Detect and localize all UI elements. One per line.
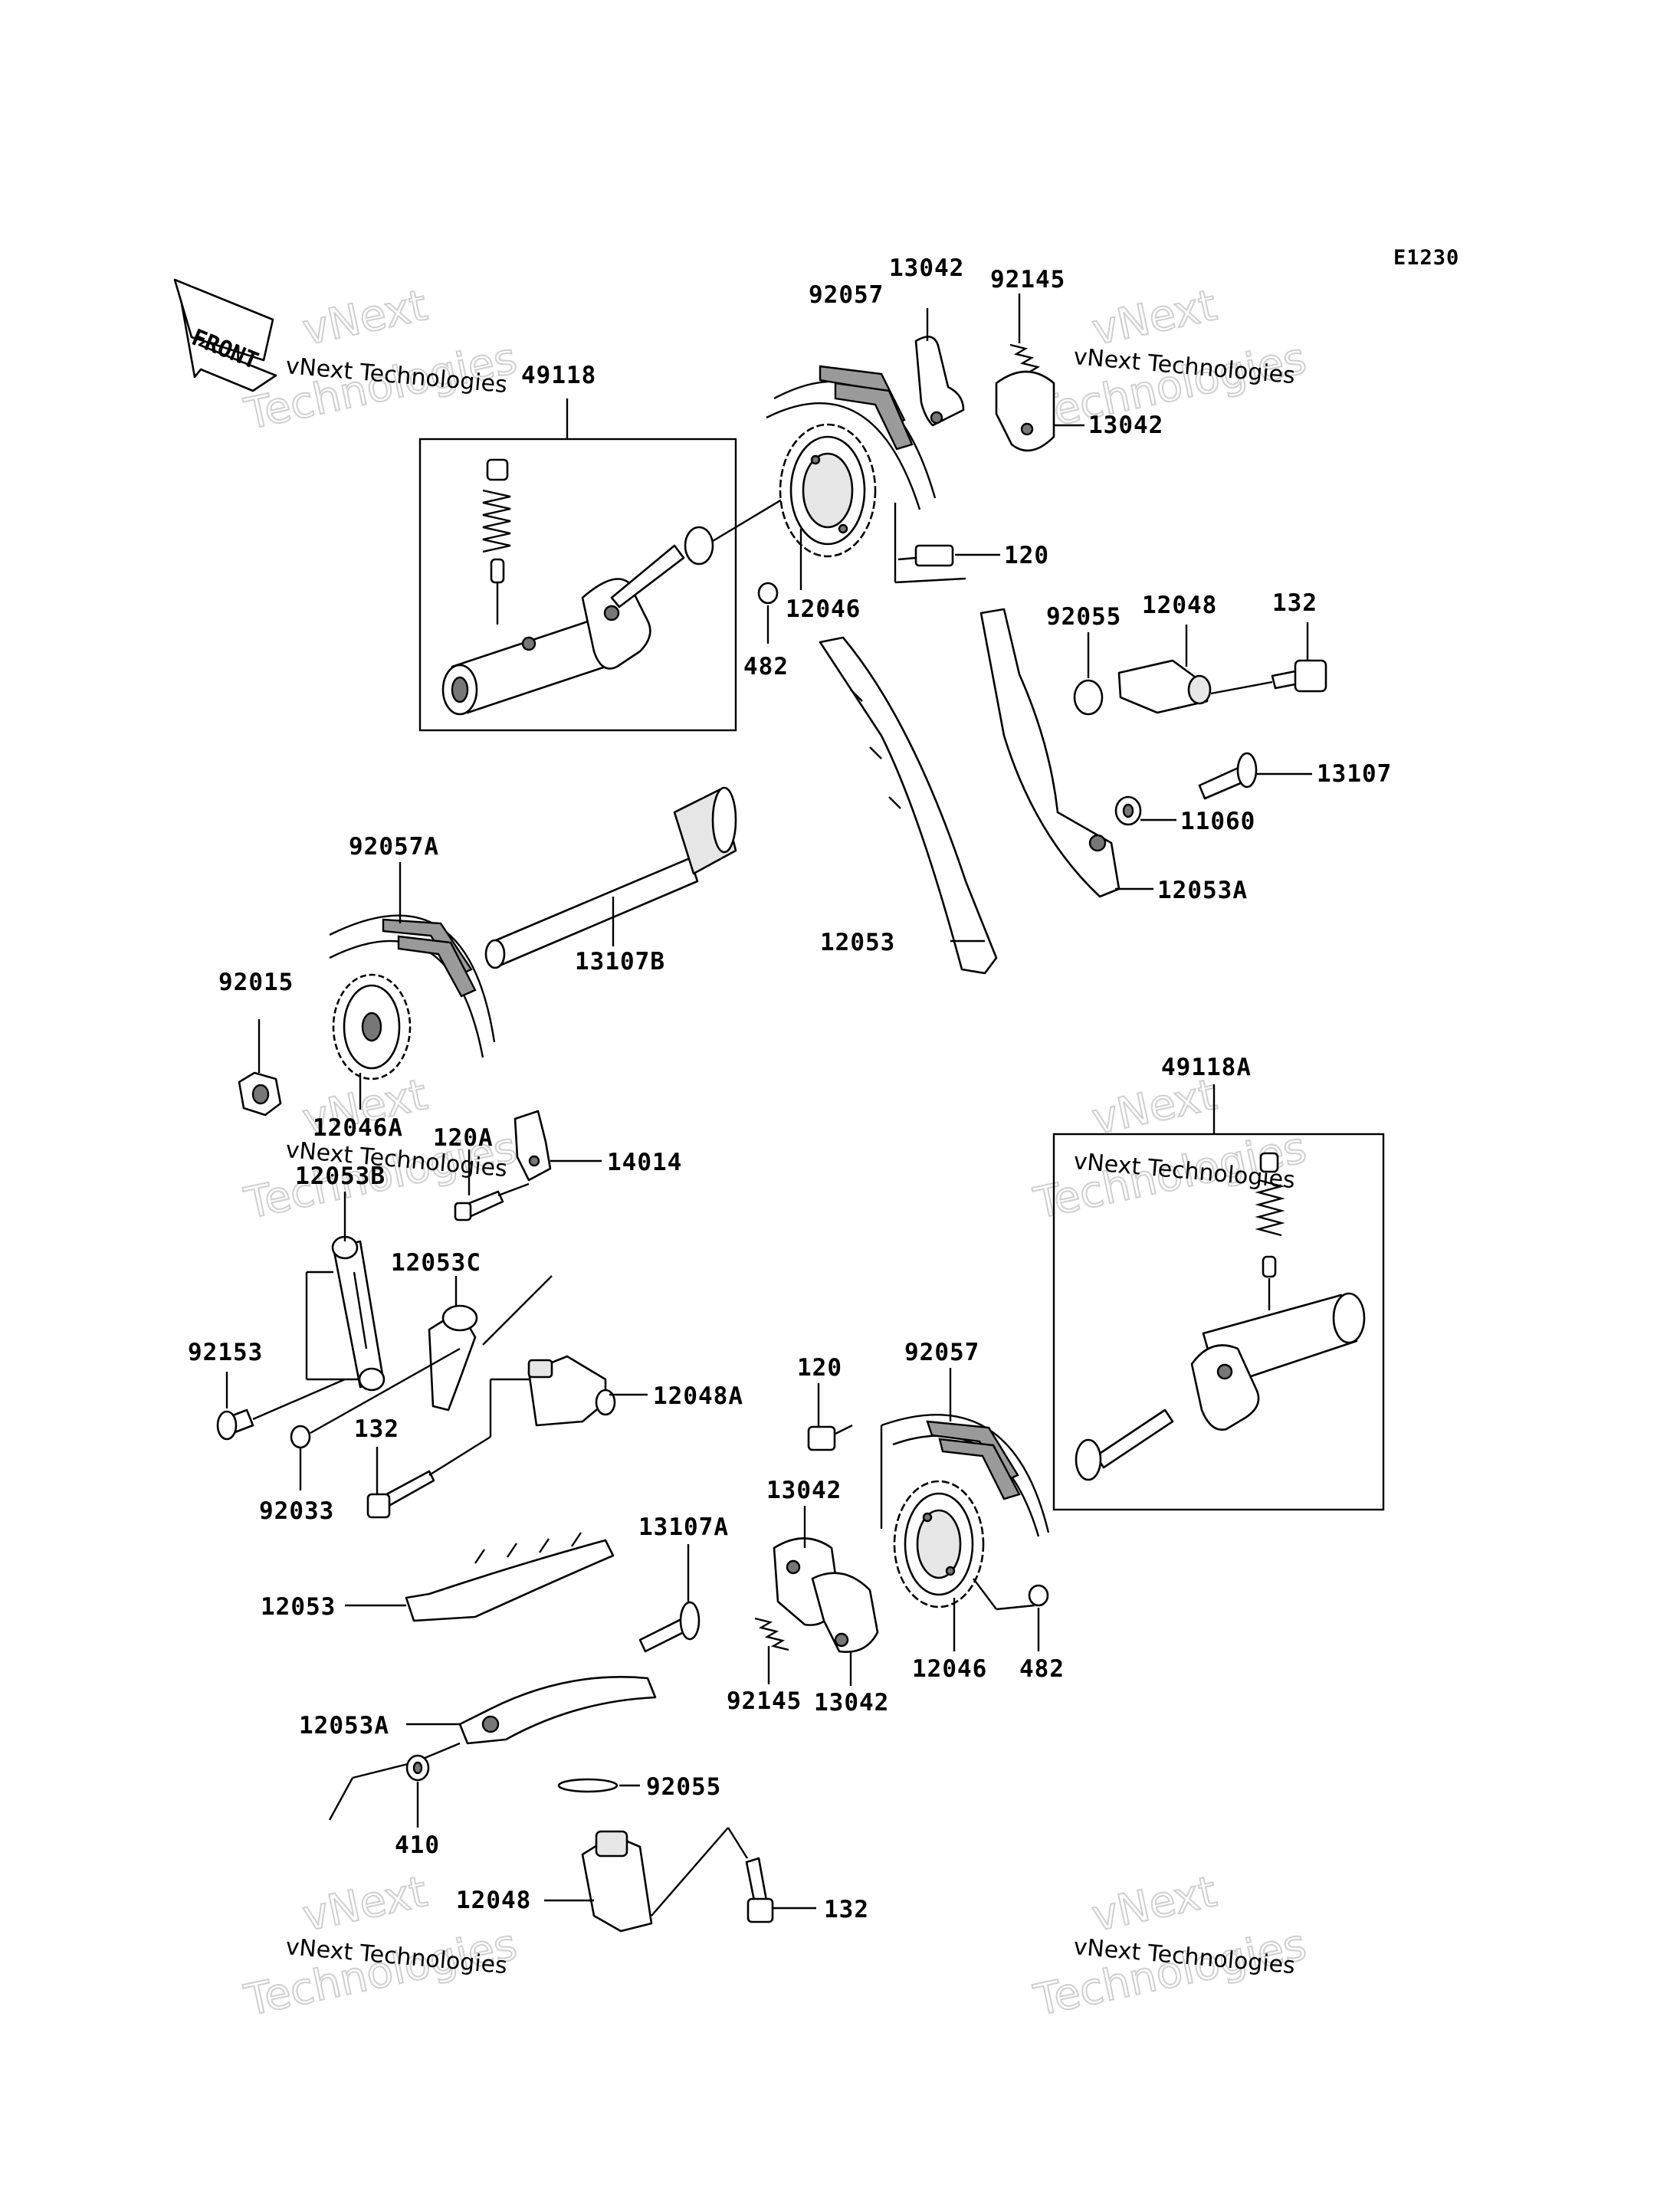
svg-text:vNext: vNext [1088, 1867, 1221, 1942]
part-92057-chain-bottom [881, 1368, 1050, 1537]
part-92033-circlip [290, 1347, 461, 1490]
part-92015-nut [238, 1019, 282, 1117]
part-12053-guide-top [819, 636, 998, 975]
part-92057A-chain [329, 862, 496, 1058]
label-92055-bottom: 92055 [646, 1773, 721, 1801]
part-12048A-tensioner [489, 1355, 648, 1437]
part-12048-tensioner-bottom [544, 1827, 749, 1933]
watermark: vNext Technologies vNext Technologies vN… [239, 280, 1311, 2027]
label-13107B: 13107B [575, 948, 665, 976]
part-12046A-gear [332, 973, 412, 1110]
label-92033: 92033 [259, 1497, 334, 1525]
part-12053A-guide-top [979, 608, 1153, 898]
part-132-bolt-mid [366, 1435, 491, 1519]
label-12048-bottom: 12048 [456, 1887, 531, 1914]
label-13042-bottom1: 13042 [766, 1477, 842, 1504]
label-12046A: 12046A [313, 1114, 403, 1142]
part-12048-tensioner-top [1117, 625, 1273, 714]
label-49118: 49118 [521, 362, 596, 389]
label-49118A: 49118A [1161, 1054, 1252, 1081]
label-132-mid: 132 [354, 1415, 399, 1443]
part-12053-guide-bottom [345, 1532, 615, 1622]
label-92055-top: 92055 [1046, 603, 1121, 631]
part-13107B-idler-shaft [484, 786, 737, 969]
label-92145-bottom: 92145 [727, 1687, 802, 1715]
part-13107A-pin [638, 1544, 701, 1653]
label-13042-top2: 13042 [1088, 412, 1163, 439]
part-132-bolt-top [1271, 622, 1327, 693]
svg-text:vNext: vNext [298, 1867, 431, 1942]
part-92055-oring-bottom [557, 1778, 640, 1793]
label-12046-top: 12046 [786, 595, 861, 623]
label-132-bottom: 132 [824, 1896, 869, 1923]
label-410: 410 [395, 1831, 440, 1859]
label-120-top: 120 [1004, 542, 1049, 569]
label-132-top: 132 [1272, 589, 1317, 617]
part-92055-oring-top [1073, 632, 1104, 716]
part-132-bolt-bottom [745, 1857, 816, 1923]
front-arrow-icon: FRONT [173, 278, 277, 392]
part-49118-camshaft [418, 398, 737, 732]
part-12046-sprocket-bottom [880, 1425, 1035, 1651]
part-13107-pin-top [1198, 752, 1312, 800]
part-12053A-guide-bottom [328, 1676, 657, 1821]
label-13042-top1: 13042 [889, 254, 964, 282]
part-11060-washer-top [1114, 795, 1176, 826]
diagram-code: E1230 [1393, 246, 1459, 270]
part-92057-chain-top [766, 365, 937, 510]
label-120A: 120A [433, 1124, 494, 1152]
label-92057-top: 92057 [809, 281, 884, 309]
label-13107A: 13107A [638, 1513, 729, 1541]
label-13042-bottom2: 13042 [814, 1689, 889, 1717]
label-120-bottom: 120 [797, 1354, 842, 1382]
part-12046-sprocket-top [779, 423, 877, 590]
label-92145-top: 92145 [990, 266, 1065, 293]
label-92015: 92015 [218, 969, 294, 996]
part-12053B-guide [305, 1192, 386, 1392]
part-12053C-guide [428, 1275, 553, 1412]
part-482-ring-top [757, 582, 779, 644]
part-13042-weight-top2 [995, 370, 1084, 452]
part-92145-spring-top [1009, 293, 1045, 378]
label-13107: 13107 [1317, 760, 1392, 788]
label-12053A-top: 12053A [1157, 877, 1248, 904]
part-labels: 49118 92057 13042 92145 13042 120 12046 … [188, 254, 1392, 1923]
part-92145-spring-bottom [754, 1617, 789, 1684]
svg-text:vNext: vNext [1088, 280, 1221, 356]
label-14014: 14014 [607, 1149, 682, 1176]
label-12053A-bottom: 12053A [299, 1712, 389, 1740]
label-92057A: 92057A [349, 833, 439, 861]
part-120A-bolt [454, 1149, 530, 1221]
label-12048A: 12048A [653, 1382, 743, 1410]
label-482-bottom: 482 [1019, 1655, 1065, 1683]
label-12048-top: 12048 [1142, 592, 1217, 619]
label-12053B: 12053B [295, 1162, 386, 1190]
part-13042-weight-bottom2 [811, 1572, 879, 1686]
part-482-ring-bottom [1028, 1584, 1049, 1651]
part-14014-plate [514, 1110, 602, 1182]
part-410-washer [405, 1754, 430, 1828]
part-120-bolt-top [894, 503, 1000, 584]
label-92057-bottom: 92057 [904, 1339, 979, 1366]
label-12053-bottom: 12053 [261, 1593, 336, 1621]
part-13042-weight-top [914, 308, 965, 427]
part-92153-bolt [216, 1372, 346, 1441]
label-11060: 11060 [1180, 808, 1255, 835]
label-12046-bottom: 12046 [912, 1655, 987, 1683]
label-12053C: 12053C [391, 1249, 481, 1277]
label-482-top: 482 [743, 653, 789, 680]
label-12053-top: 12053 [820, 929, 895, 956]
label-92153: 92153 [188, 1339, 263, 1366]
part-49118A-camshaft [1052, 1084, 1385, 1511]
svg-text:vNext: vNext [298, 280, 431, 356]
part-120-bolt-bottom [807, 1383, 853, 1451]
